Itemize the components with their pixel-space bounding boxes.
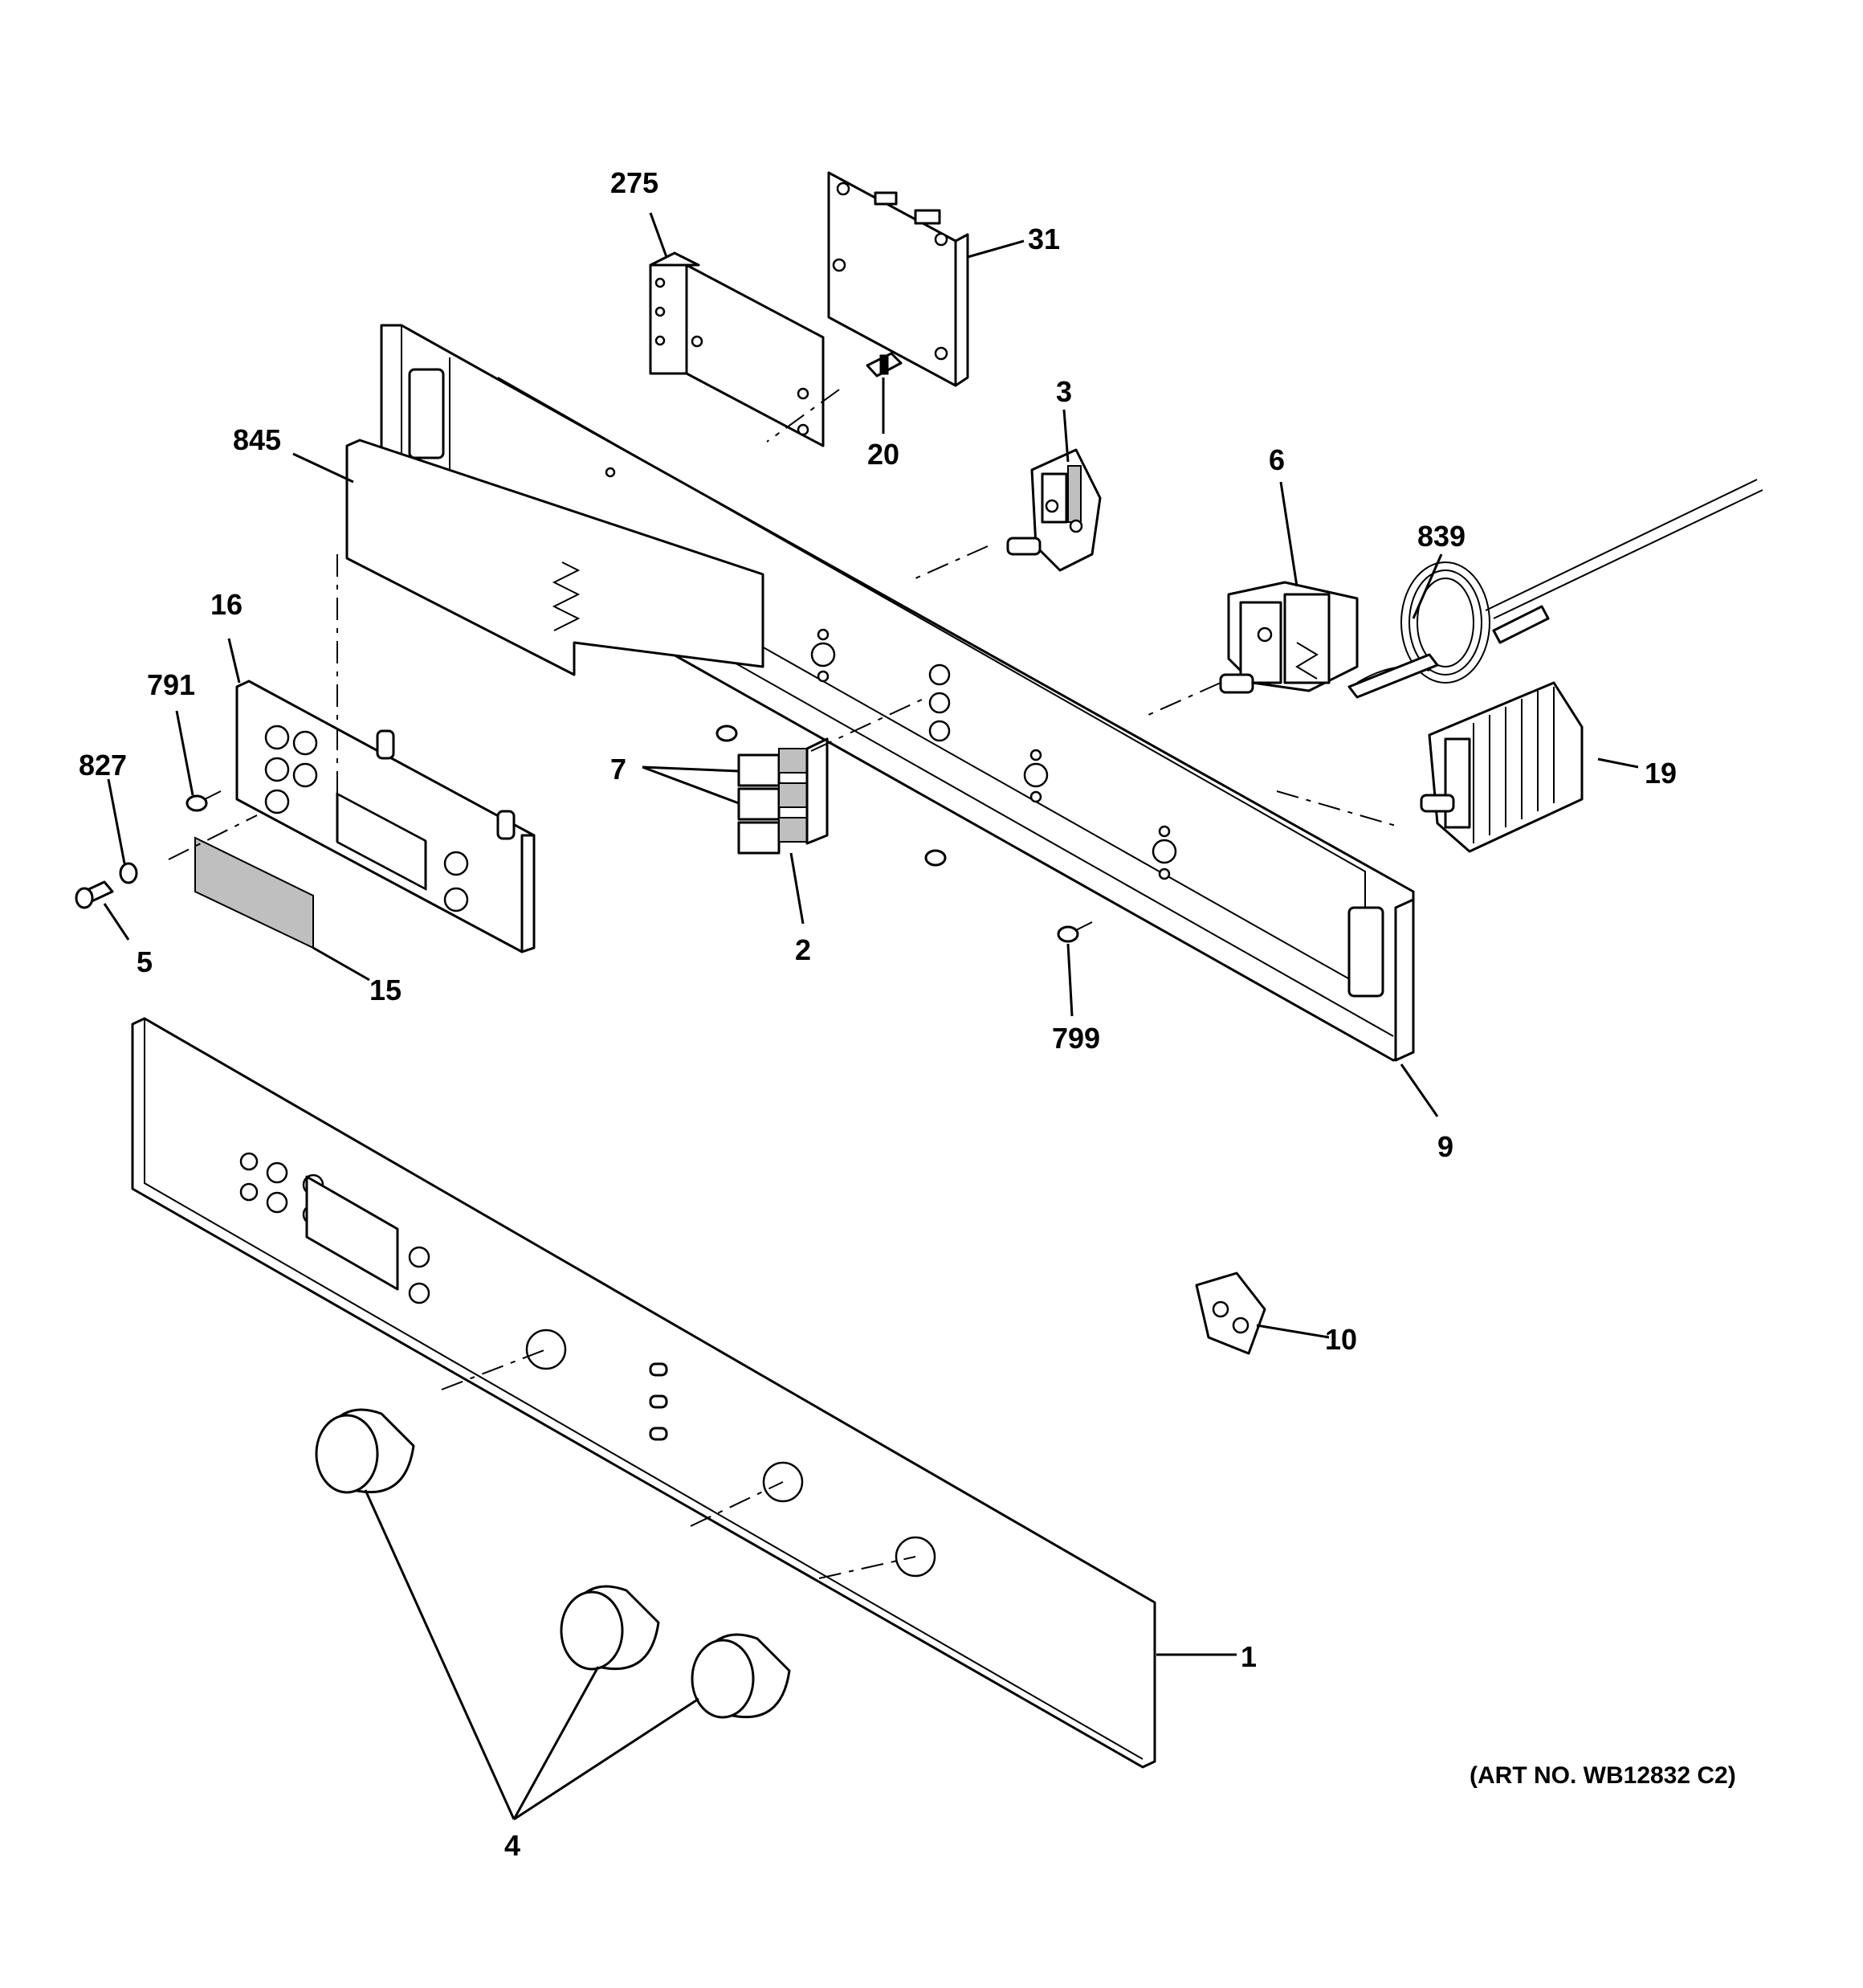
assembly-lines [168, 389, 1402, 1579]
leader-lines [103, 212, 1639, 1821]
part-screw-center [715, 725, 947, 867]
part-1-front-panel [131, 1017, 1156, 1769]
callout-2: 2 [795, 933, 811, 966]
part-845-sheet [345, 439, 764, 676]
callout-20: 20 [867, 438, 899, 471]
part-19-selector-switch [1420, 681, 1584, 853]
callout-799: 799 [1052, 1022, 1100, 1055]
part-839-capillary [1347, 479, 1763, 699]
callout-3: 3 [1056, 375, 1072, 408]
part-6-thermostat [1219, 581, 1359, 694]
callout-4: 4 [504, 1829, 520, 1862]
callout-9: 9 [1437, 1130, 1453, 1163]
part-20-standoff [866, 352, 903, 378]
part-827-clip [119, 862, 138, 884]
part-275-bracket [649, 251, 825, 447]
callout-7: 7 [610, 753, 626, 786]
callout-791: 791 [147, 668, 195, 701]
callout-845: 845 [233, 423, 281, 456]
callout-5: 5 [137, 945, 153, 978]
art-number: (ART NO. WB12832 C2) [1470, 1762, 1736, 1789]
part-16-timer-module [235, 680, 536, 953]
part-10-connectors [1195, 1272, 1266, 1355]
callout-1: 1 [1241, 1640, 1257, 1673]
part-5-stud [75, 880, 114, 909]
callout-16: 16 [210, 588, 243, 621]
part-4-knobs [315, 1408, 791, 1719]
part-799-screw [1057, 921, 1093, 943]
part-9-frame [380, 324, 1415, 1062]
callout-15: 15 [369, 974, 402, 1006]
part-3-switch [1006, 448, 1102, 572]
part-15-label [194, 836, 314, 949]
callout-6: 6 [1269, 443, 1285, 476]
part-791-screw [185, 790, 222, 812]
callout-31: 31 [1028, 222, 1060, 255]
callout-275: 275 [610, 166, 658, 199]
callout-labels: 275 31 3 20 845 6 839 16 791 827 7 19 5 … [79, 166, 1677, 1862]
callout-19: 19 [1645, 757, 1677, 790]
callout-827: 827 [79, 749, 127, 782]
callout-10: 10 [1325, 1323, 1357, 1356]
part-31-control-board [827, 171, 969, 387]
part-7-switches [737, 737, 829, 855]
callout-839: 839 [1417, 520, 1466, 553]
